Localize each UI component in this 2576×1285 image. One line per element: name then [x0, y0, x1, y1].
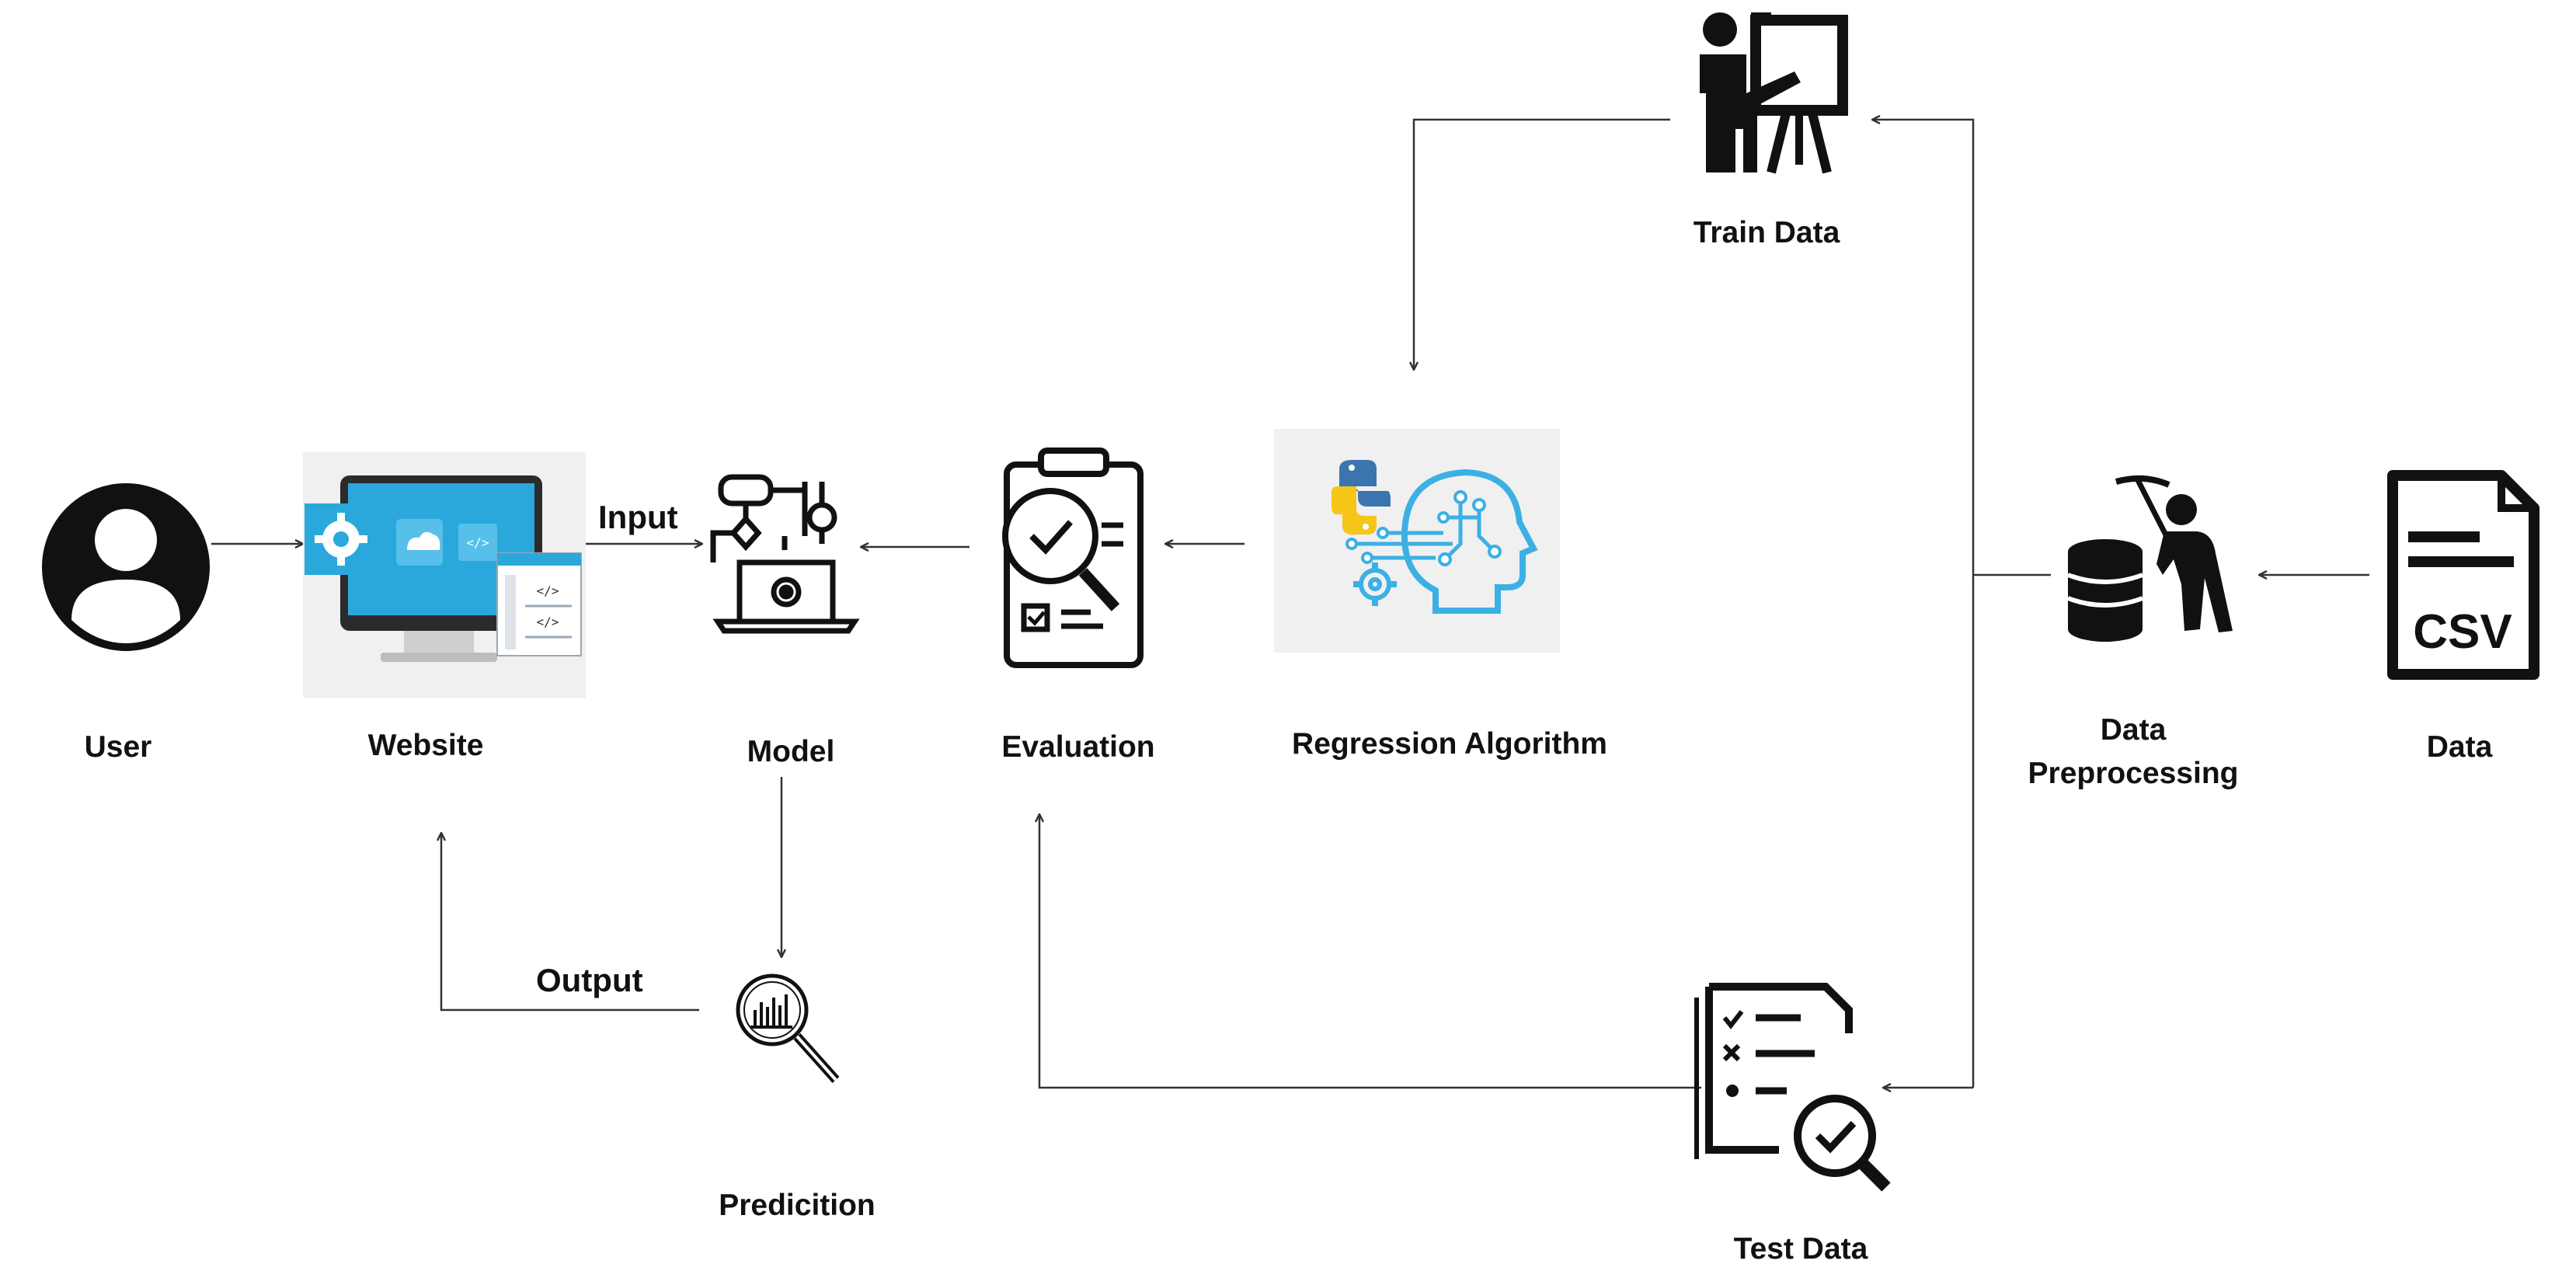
test-data-label: Test Data — [1733, 1232, 1868, 1266]
arrow-split-to-train-data — [1872, 120, 1975, 1088]
model-label: Model — [747, 735, 835, 768]
arrow-test-data-to-evaluation — [1039, 814, 1701, 1089]
regression-algorithm-label: Regression Algorithm — [1292, 727, 1607, 761]
presenter-board-icon — [1700, 12, 1848, 174]
train-data-label: Train Data — [1693, 216, 1840, 249]
csv-file-icon: CSV — [2387, 470, 2539, 680]
input-edge-label: Input — [598, 499, 678, 535]
chart-magnifier-icon — [736, 973, 840, 1083]
svg-text:</>: </> — [467, 535, 489, 550]
arrow-train-data-to-regression — [1414, 118, 1670, 370]
user-label: User — [84, 730, 152, 764]
csv-icon-text: CSV — [2413, 605, 2512, 659]
website-label: Website — [367, 729, 484, 762]
svg-text:</>: </> — [537, 583, 559, 598]
monitor-website-icon: </> </> </> — [303, 452, 586, 698]
flowchart-laptop-icon — [710, 474, 860, 634]
checklist-magnifier-icon — [1694, 983, 1891, 1192]
user-avatar-icon — [42, 483, 210, 651]
arrow-prediction-to-website — [441, 833, 699, 1012]
data-label: Data — [2426, 730, 2493, 764]
data-preprocessing-label-line2: Preprocessing — [2028, 757, 2239, 790]
clipboard-magnifier-icon — [1002, 447, 1144, 668]
svg-text:</>: </> — [537, 615, 559, 629]
prediction-label: Predicition — [719, 1189, 875, 1222]
evaluation-label: Evaluation — [1001, 730, 1155, 764]
output-edge-label: Output — [536, 962, 643, 998]
data-preprocessing-label-line1: Data — [2100, 713, 2167, 747]
python-ai-head-icon — [1274, 429, 1560, 653]
database-miner-icon — [2066, 475, 2233, 642]
